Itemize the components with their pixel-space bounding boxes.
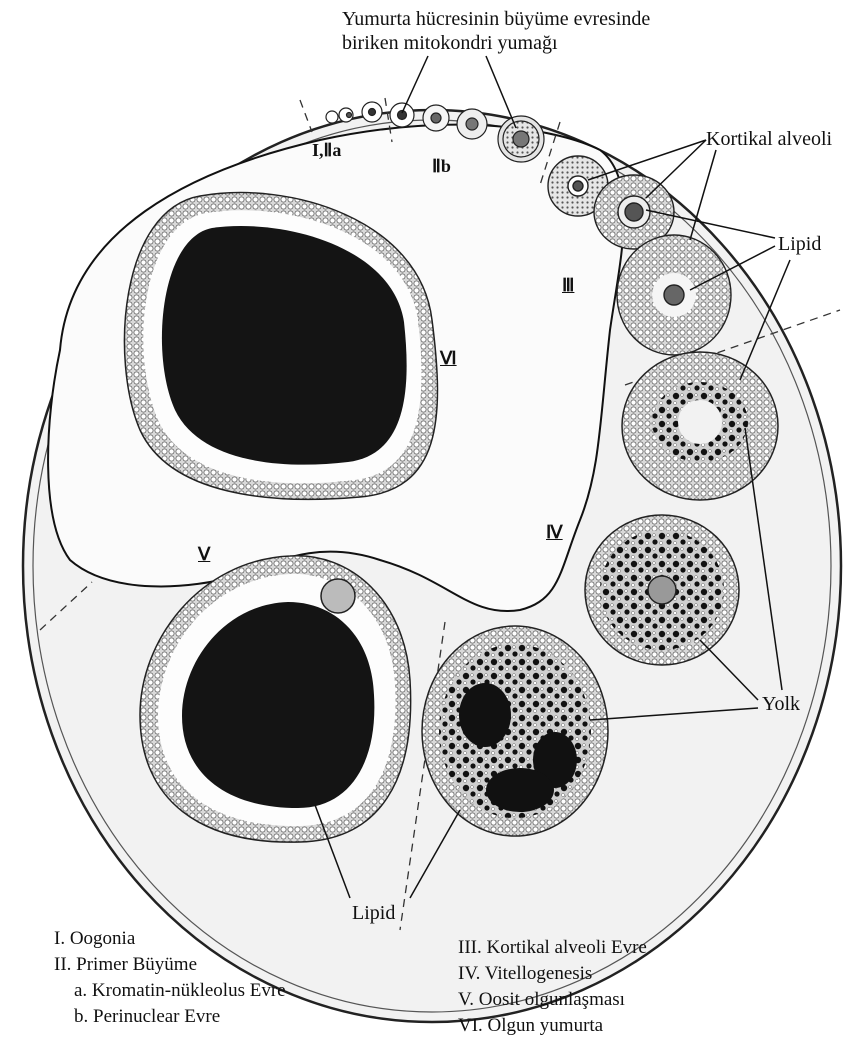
legend-item: III. Kortikal alveoli Evre bbox=[458, 935, 647, 961]
label-yolk: Yolk bbox=[762, 693, 800, 715]
legend-item: I. Oogonia bbox=[54, 926, 286, 952]
label-kortikal-alveoli: Kortikal alveoli bbox=[706, 128, 832, 150]
label-mitochondria-line1: Yumurta hücresinin büyüme evresinde bbox=[342, 8, 650, 30]
stage-marker-6: Ⅵ bbox=[440, 348, 457, 369]
label-mitochondria-line2: biriken mitokondri yumağı bbox=[342, 32, 558, 54]
stage-marker-3: Ⅲ bbox=[562, 275, 574, 296]
stage-marker-1-2a: I,Ⅱa bbox=[312, 140, 341, 161]
legend-item: a. Kromatin-nükleolus Evre bbox=[54, 978, 286, 1004]
legend-item: II. Primer Büyüme bbox=[54, 952, 286, 978]
legend-right: III. Kortikal alveoli Evre IV. Vitelloge… bbox=[458, 935, 647, 1039]
legend-item: V. Oosit olgunlaşması bbox=[458, 987, 647, 1013]
separator bbox=[300, 100, 312, 132]
legend-item: VI. Olgun yumurta bbox=[458, 1013, 647, 1039]
legend-item: IV. Vitellogenesis bbox=[458, 961, 647, 987]
stage-marker-5: Ⅴ bbox=[198, 544, 210, 565]
label-lipid-right: Lipid bbox=[778, 233, 821, 255]
legend-left: I. Oogonia II. Primer Büyüme a. Kromatin… bbox=[54, 926, 286, 1030]
stage-marker-4: Ⅳ bbox=[546, 522, 563, 543]
legend-item: b. Perinuclear Evre bbox=[54, 1004, 286, 1030]
stage-marker-2b: Ⅱb bbox=[432, 156, 451, 177]
label-lipid-bottom: Lipid bbox=[352, 902, 395, 924]
